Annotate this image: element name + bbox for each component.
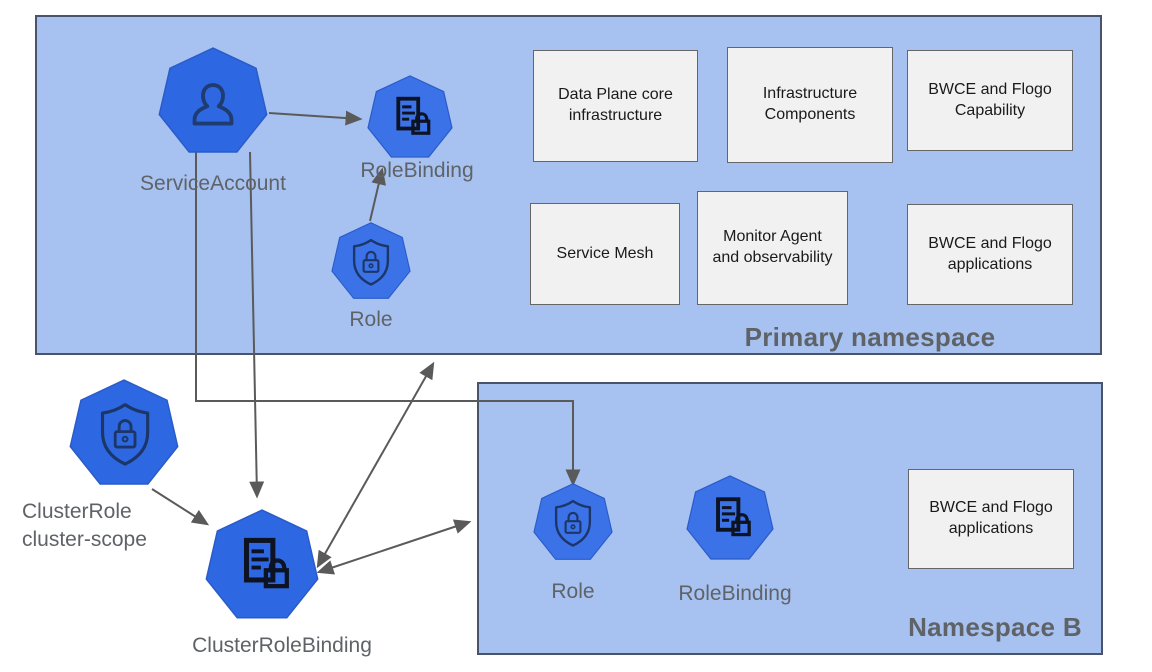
component-box-bwce-flogo-applications-namespace-b: BWCE and Flogo applications [908, 469, 1074, 569]
component-box-infrastructure-components: Infrastructure Components [727, 47, 893, 163]
clusterrolebinding-node [205, 509, 319, 623]
component-box-monitor-agent-observability: Monitor Agent and observability [697, 191, 848, 305]
role-primary-label: Role [349, 308, 393, 331]
role-primary-node [331, 222, 411, 302]
rolebinding-namespace-b-label: RoleBinding [678, 582, 792, 605]
namespace-b-title: Namespace B [908, 612, 1082, 642]
arrow-clusterrolebinding-primary-namespace [316, 361, 435, 569]
serviceaccount-node [158, 47, 268, 157]
rolebinding-namespace-b-node [686, 475, 774, 563]
component-box-bwce-flogo-capability: BWCE and Flogo Capability [907, 50, 1073, 151]
clusterrolebinding-label: ClusterRoleBinding [192, 634, 372, 657]
rolebinding-primary-node [367, 75, 453, 161]
arrow-clusterrolebinding-namespace-b [316, 519, 472, 575]
clusterrole-label-line1: ClusterRole [22, 500, 132, 523]
component-box-service-mesh: Service Mesh [530, 203, 680, 305]
primary-namespace-title: Primary namespace [744, 322, 996, 352]
role-namespace-b-node [533, 483, 613, 563]
rolebinding-primary-label: RoleBinding [360, 159, 474, 182]
clusterrole-label: ClusterRole cluster-scope [22, 498, 192, 553]
component-box-bwce-flogo-applications-primary: BWCE and Flogo applications [907, 204, 1073, 305]
role-namespace-b-label: Role [551, 580, 595, 603]
clusterrole-label-line2: cluster-scope [22, 527, 147, 551]
clusterrole-node [69, 379, 179, 489]
component-box-data-plane-core-infrastructure: Data Plane core infrastructure [533, 50, 698, 162]
serviceaccount-label: ServiceAccount [140, 172, 286, 195]
